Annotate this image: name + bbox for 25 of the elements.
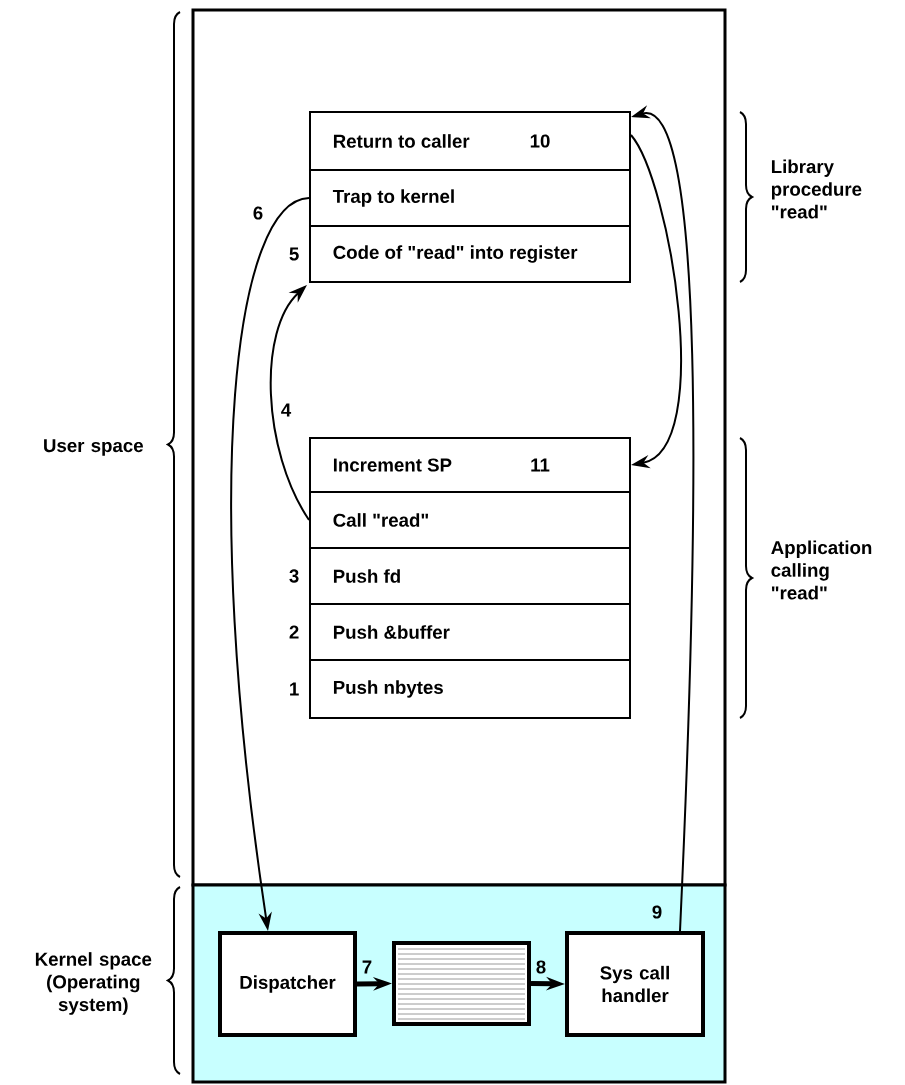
brace-label: Application calling "read": [771, 540, 872, 600]
step-number: 4: [279, 402, 293, 418]
stack-row: Return to caller 10: [309, 111, 631, 171]
step-number: 1: [290, 682, 299, 696]
process-box: Dispatcher: [218, 931, 357, 1037]
stack-row: Code of "read" into register: [309, 225, 631, 283]
step-number: 7: [360, 959, 374, 975]
step-number: 9: [650, 904, 664, 920]
stack-row: Push fd: [309, 547, 631, 605]
stack-row: Increment SP 11: [309, 437, 631, 493]
stack-row: Push &buffer: [309, 603, 631, 661]
table-box: [392, 941, 531, 1026]
step-number: 2: [289, 625, 299, 639]
step-number: 8: [534, 959, 548, 975]
process-box: Sys call handler: [565, 931, 705, 1037]
stack-row: Push nbytes: [309, 659, 631, 719]
arrow: [630, 134, 682, 469]
step-number: 6: [251, 205, 265, 221]
stack-row: Trap to kernel: [309, 169, 631, 227]
brace-label: Kernel space (Operating system): [35, 952, 152, 1015]
brace-label: User space: [44, 439, 143, 456]
stack-row: Call "read": [309, 491, 631, 549]
step-number: 5: [289, 247, 299, 261]
step-number: 3: [289, 569, 299, 583]
brace-label: Library procedure "read": [771, 159, 862, 219]
